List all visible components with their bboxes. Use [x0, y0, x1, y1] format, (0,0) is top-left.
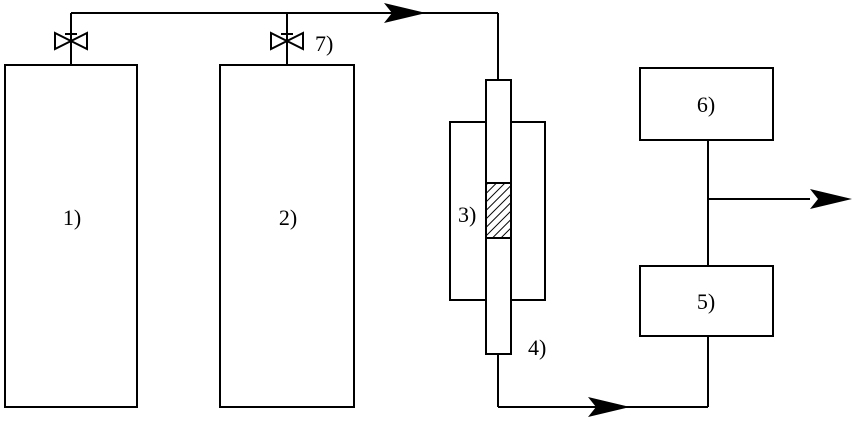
label-reactor-tube: 4)	[528, 335, 546, 360]
flow-arrow-feed	[384, 3, 426, 23]
label-unit-6: 6)	[697, 92, 715, 117]
label-valve: 7)	[315, 31, 333, 56]
valve-cylinder-2	[270, 31, 304, 51]
label-cylinder-1: 1)	[63, 205, 81, 230]
label-cylinder-2: 2)	[279, 205, 297, 230]
flow-arrow-outlet	[588, 397, 630, 417]
label-unit-5: 5)	[697, 289, 715, 314]
unit-6	[639, 67, 774, 141]
vent-line	[707, 140, 810, 266]
catalyst-bed	[485, 182, 512, 239]
label-sample: 3)	[458, 202, 476, 227]
gas-cylinder-2	[219, 64, 355, 408]
unit-5	[639, 265, 774, 337]
gas-cylinder-1	[4, 64, 138, 408]
valve-cylinder-1	[54, 31, 88, 51]
flow-arrow-vent	[810, 189, 852, 209]
